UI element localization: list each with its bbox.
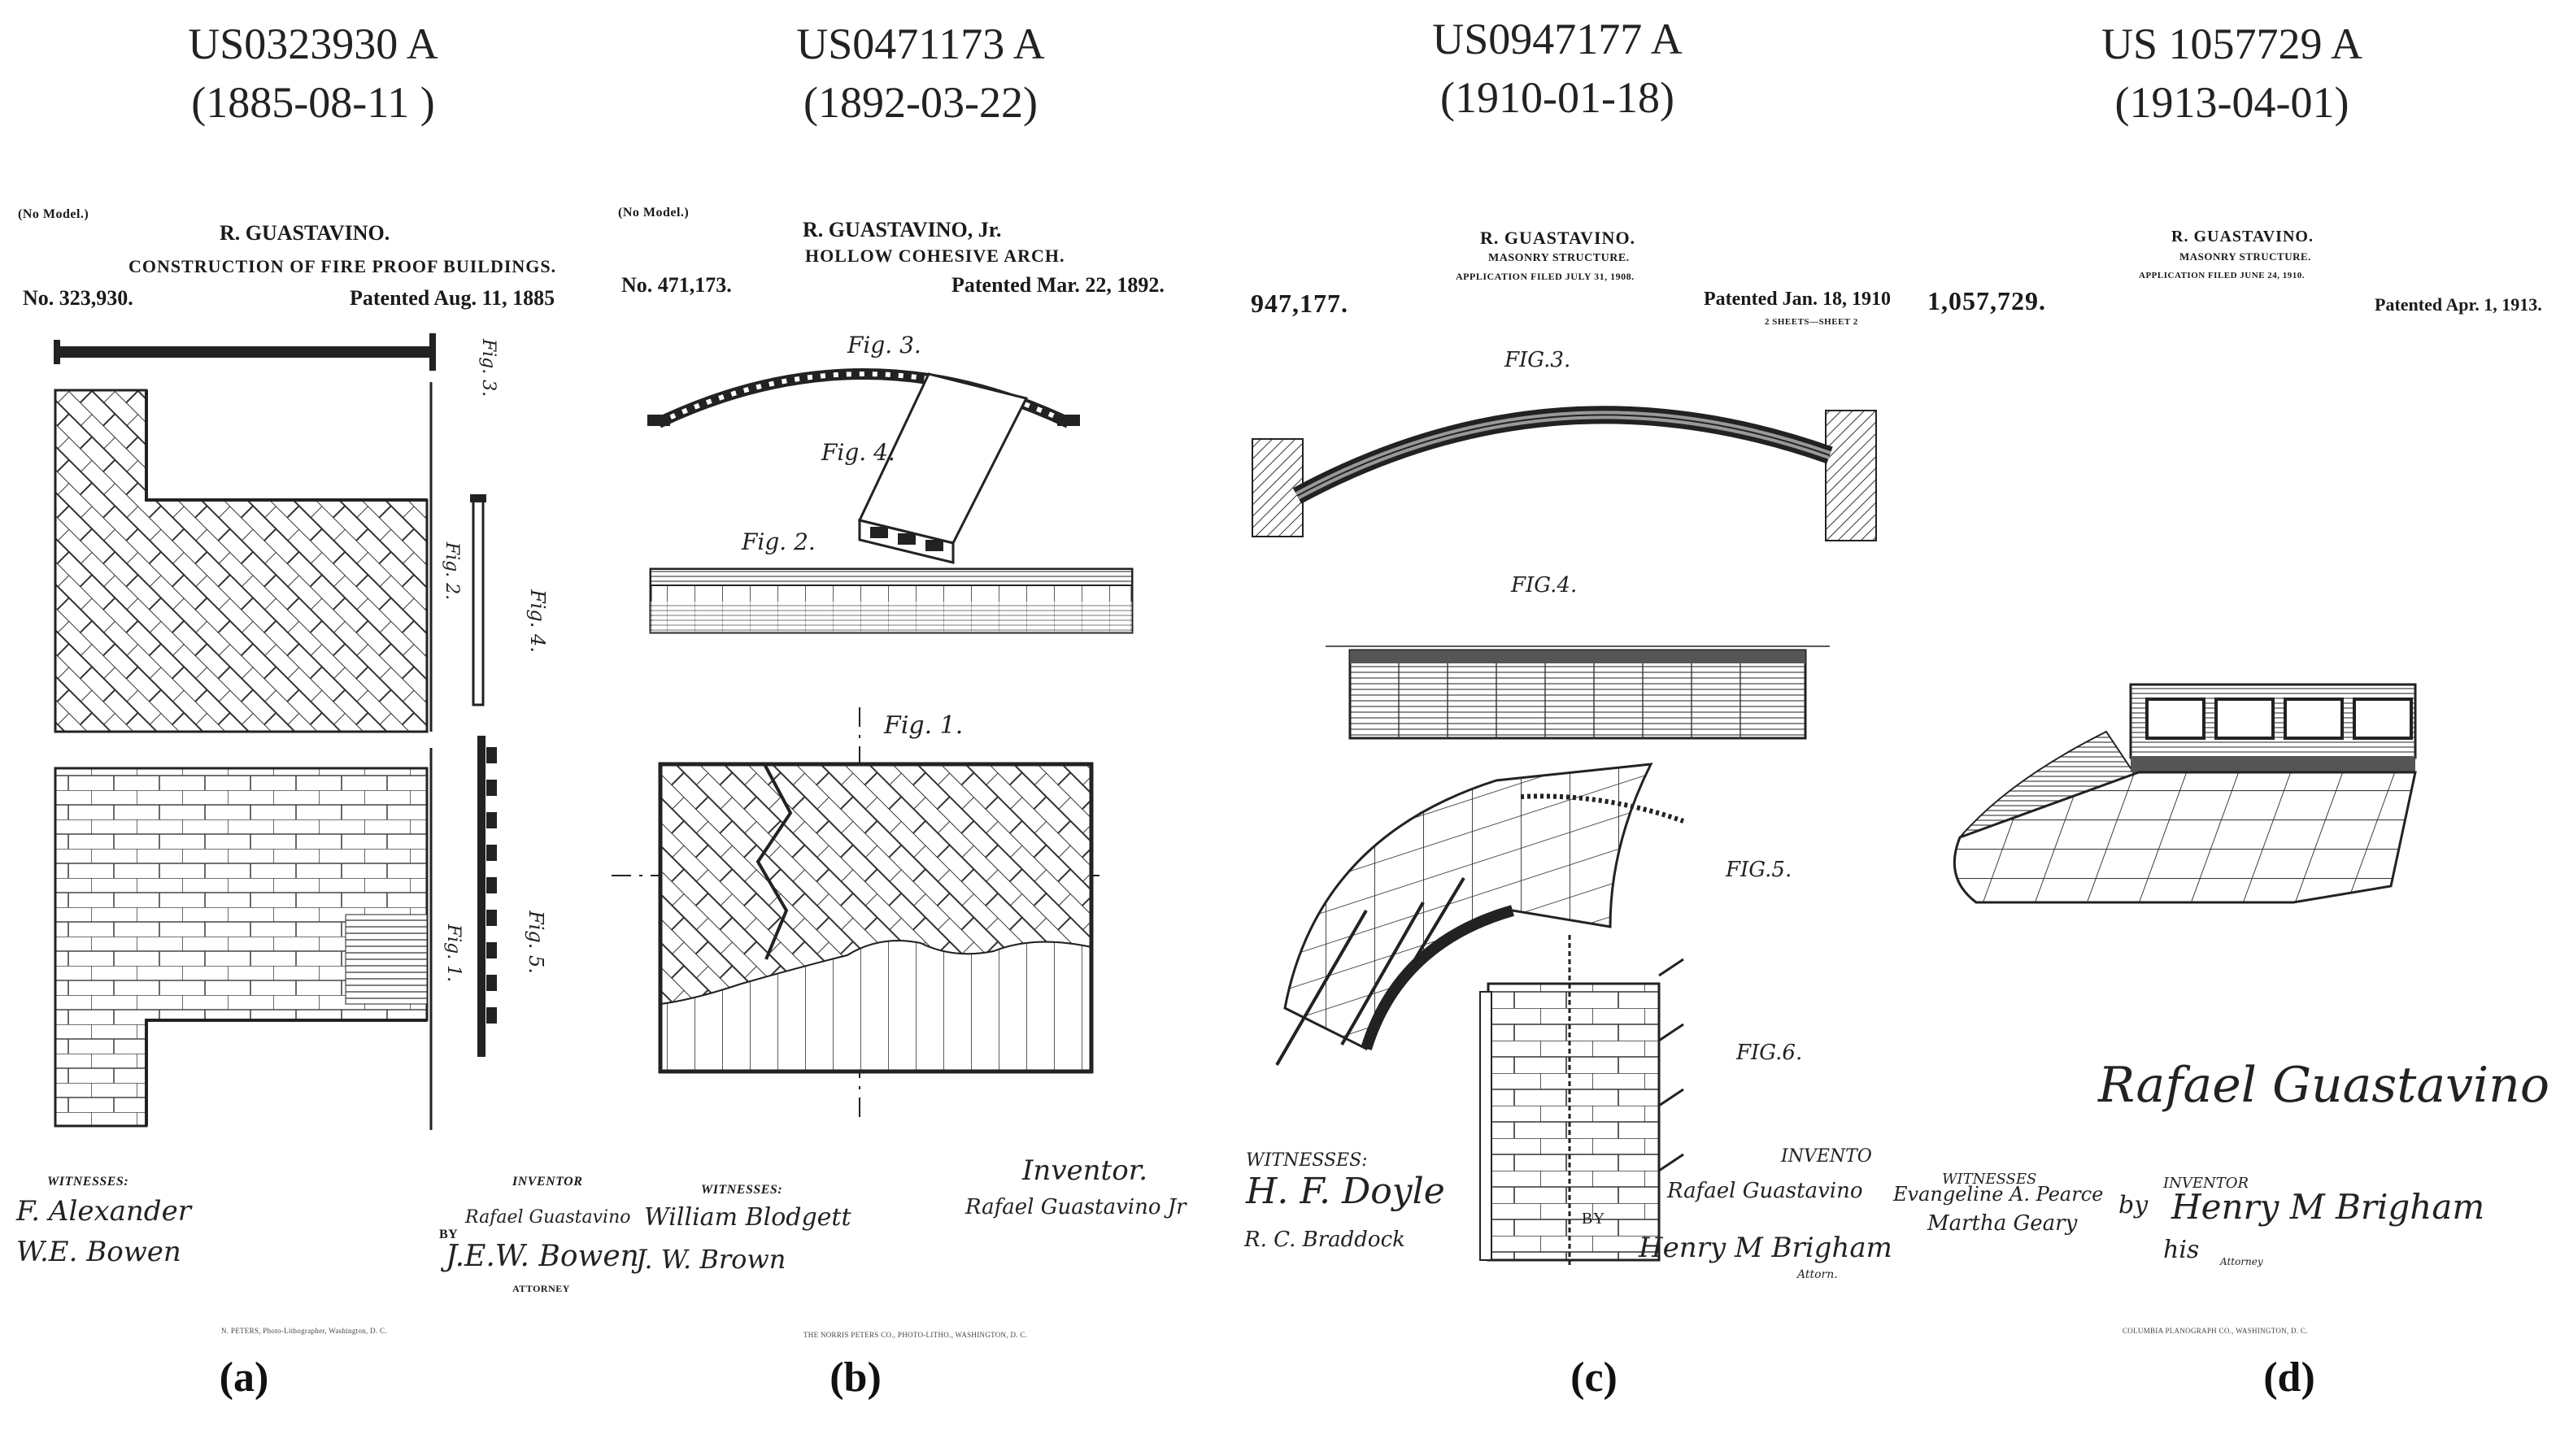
inventor-name: R. GUASTAVINO, Jr. [803, 218, 1002, 241]
witness-signature: Evangeline A. Pearce [1893, 1183, 2104, 1206]
printer-credit: N. PETERS, Photo-Lithographer, Washingto… [221, 1327, 387, 1335]
patent-drawing-sheet: (No Model.) R. GUASTAVINO, Jr. HOLLOW CO… [612, 0, 1230, 1456]
witness-signature: F. Alexander [16, 1195, 191, 1228]
patented-date: Patented Aug. 11, 1885 [350, 286, 555, 310]
application-filed: APPLICATION FILED JULY 31, 1908. [1456, 271, 1635, 282]
his-label: his [2163, 1236, 2200, 1264]
patent-number: US0471173 A [796, 20, 1045, 68]
patent-panel-b: US0471173 A (1892-03-22) (No Model.) R. … [612, 0, 1230, 1456]
sheet-number: No. 471,173. [621, 273, 732, 297]
inventor-signature: Rafael Guastavino [465, 1207, 631, 1228]
patent-drawing-sheet: (No Model.) R. GUASTAVINO. CONSTRUCTION … [0, 0, 639, 1456]
patent-date: (1892-03-22) [803, 78, 1038, 127]
figure-label: Fig. 3. [847, 332, 921, 359]
drawing-hollow-cohesive-arch [612, 368, 1134, 1122]
figure-label: Fig. 2. [742, 528, 816, 555]
by-label: BY [1582, 1210, 1605, 1228]
witness-signature: W.E. Bowen [16, 1236, 181, 1268]
sheet-number: 947,177. [1251, 289, 1348, 318]
inventor-name: R. GUASTAVINO. [2171, 228, 2314, 246]
patent-panel-d: US 1057729 A (1913-04-01) R. GUASTAVINO.… [1893, 0, 2569, 1456]
panel-caption: (b) [829, 1354, 882, 1401]
attorney-label: Attorney [2220, 1256, 2263, 1267]
patent-date: (1910-01-18) [1440, 73, 1674, 122]
attorney-signature: Henry M Brigham [2171, 1187, 2485, 1227]
witness-signature: William Blodgett [644, 1203, 851, 1232]
sheet-number: No. 323,930. [23, 286, 133, 310]
drawing-fireproof-construction [54, 333, 497, 1130]
figure-label: FIG.3. [1504, 348, 1571, 372]
panel-caption: (d) [2263, 1354, 2315, 1401]
drawing-masonry-structure [1953, 683, 2417, 904]
inventor-signature: Rafael Guastavino [1667, 1179, 1863, 1203]
attorney-signature: J.E.W. Bowen [446, 1240, 639, 1273]
application-filed: APPLICATION FILED JUNE 24, 1910. [2139, 271, 2306, 280]
inventor-label: Inventor. [1022, 1154, 1148, 1187]
witnesses-label: WITNESSES [1942, 1171, 2037, 1188]
patent-header: US0947177 A (1910-01-18) [1228, 10, 1887, 127]
inventor-label: INVENTO [1781, 1146, 1872, 1167]
witness-signature: H. F. Doyle [1246, 1171, 1445, 1212]
witnesses-label: WITNESSES: [47, 1175, 129, 1189]
inventor-signature: Rafael Guastavino Jr [965, 1195, 1187, 1219]
patented-date: Patented Mar. 22, 1892. [951, 273, 1165, 297]
figure-label: Fig. 3. [478, 338, 499, 398]
patent-panel-a: US0323930 A (1885-08-11 ) (No Model.) R.… [0, 0, 639, 1456]
patent-drawing-sheet: R. GUASTAVINO. MASONRY STRUCTURE. APPLIC… [1893, 0, 2569, 1456]
figure-label: Fig. 2. [442, 541, 463, 601]
figure-label: Fig. 4. [821, 439, 895, 466]
model-note: (No Model.) [18, 207, 89, 221]
big-inventor-signature: Rafael Guastavino [2098, 1057, 2549, 1114]
inventor-label: INVENTOR [512, 1175, 583, 1189]
patent-title: MASONRY STRUCTURE. [1488, 252, 1630, 264]
witness-signature: Martha Geary [1927, 1211, 2078, 1236]
patent-date: (1913-04-01) [2114, 78, 2349, 127]
patent-header: US0471173 A (1892-03-22) [612, 15, 1230, 132]
patent-date: (1885-08-11 ) [191, 78, 435, 127]
figure-label: Fig. 4. [525, 589, 549, 653]
patent-title: MASONRY STRUCTURE. [2179, 250, 2311, 263]
sheets-note: 2 SHEETS—SHEET 2 [1765, 317, 1858, 327]
panel-caption: (c) [1570, 1354, 1618, 1401]
attorney-label: ATTORNEY [512, 1283, 570, 1294]
sheet-number: 1,057,729. [1927, 286, 2046, 315]
figure-label: FIG.5. [1726, 858, 1792, 882]
patented-date: Patented Apr. 1, 1913. [2375, 294, 2542, 315]
patent-title: HOLLOW COHESIVE ARCH. [805, 246, 1065, 266]
figure-label: FIG.6. [1736, 1041, 1803, 1065]
witnesses-label: WITNESSES: [1246, 1150, 1368, 1171]
patent-number: US0323930 A [188, 20, 438, 68]
patent-number: US0947177 A [1432, 15, 1683, 63]
inventor-name: R. GUASTAVINO. [220, 221, 390, 245]
drawing-masonry-structure [1252, 406, 1877, 1268]
panel-caption: (a) [219, 1354, 269, 1401]
witness-signature: J. W. Brown [636, 1244, 786, 1275]
figure-label: FIG.4. [1511, 573, 1578, 598]
figure-label: Fig. 1. [443, 924, 464, 983]
model-note: (No Model.) [618, 206, 690, 219]
printer-credit: THE NORRIS PETERS CO., PHOTO-LITHO., WAS… [803, 1331, 1028, 1339]
inventor-label: INVENTOR [2163, 1175, 2249, 1192]
attorney-label: Attorn. [1797, 1268, 1838, 1281]
patent-panel-c: US0947177 A (1910-01-18) R. GUASTAVINO. … [1228, 0, 1892, 1456]
patent-title: CONSTRUCTION OF FIRE PROOF BUILDINGS. [128, 256, 557, 276]
by-label: by [2118, 1191, 2149, 1219]
patented-date: Patented Jan. 18, 1910 [1704, 289, 1891, 310]
patent-header: US 1057729 A (1913-04-01) [1895, 15, 2569, 132]
inventor-name: R. GUASTAVINO. [1480, 228, 1636, 248]
by-label: BY [439, 1228, 459, 1241]
patent-drawing-sheet: R. GUASTAVINO. MASONRY STRUCTURE. APPLIC… [1228, 0, 1892, 1456]
witness-signature: R. C. Braddock [1244, 1228, 1405, 1252]
figure-label: Fig. 5. [524, 911, 547, 974]
printer-credit: COLUMBIA PLANOGRAPH CO., WASHINGTON, D. … [2123, 1327, 2308, 1335]
patent-header: US0323930 A (1885-08-11 ) [0, 15, 626, 132]
attorney-signature: Henry M Brigham [1639, 1232, 1892, 1264]
figure-label: Fig. 1. [884, 711, 964, 740]
patent-number: US 1057729 A [2101, 20, 2363, 68]
witnesses-label: WITNESSES: [701, 1183, 783, 1197]
